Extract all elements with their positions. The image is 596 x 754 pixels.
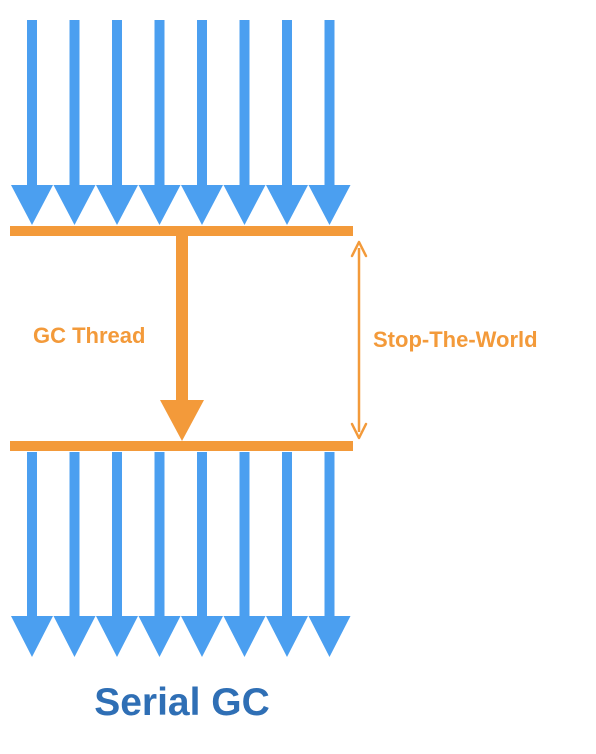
application-threads-before-gc [11,20,351,225]
app-thread-arrow-bottom [266,452,308,657]
app-thread-arrow-bottom [138,452,181,657]
application-threads-after-gc [11,452,351,657]
app-thread-arrow-top [181,20,223,225]
app-thread-arrow-bottom [308,452,351,657]
app-thread-arrow-top [266,20,308,225]
top-safepoint-bar [10,226,353,236]
bottom-safepoint-bar [10,441,353,451]
app-thread-arrow-top [308,20,351,225]
app-thread-arrow-bottom [11,452,53,657]
gc-thread-arrow [160,236,204,441]
app-thread-arrow-top [96,20,138,225]
app-thread-arrow-bottom [181,452,223,657]
app-thread-arrow-bottom [96,452,138,657]
app-thread-arrow-top [53,20,96,225]
app-thread-arrow-bottom [223,452,266,657]
gc-thread-label: GC Thread [33,323,145,348]
app-thread-arrow-top [138,20,181,225]
app-thread-arrow-top [223,20,266,225]
stop-the-world-span-arrow [350,240,368,440]
stop-the-world-label: Stop-The-World [373,327,538,352]
diagram-caption: Serial GC [94,681,270,724]
app-thread-arrow-top [11,20,53,225]
app-thread-arrow-bottom [53,452,96,657]
